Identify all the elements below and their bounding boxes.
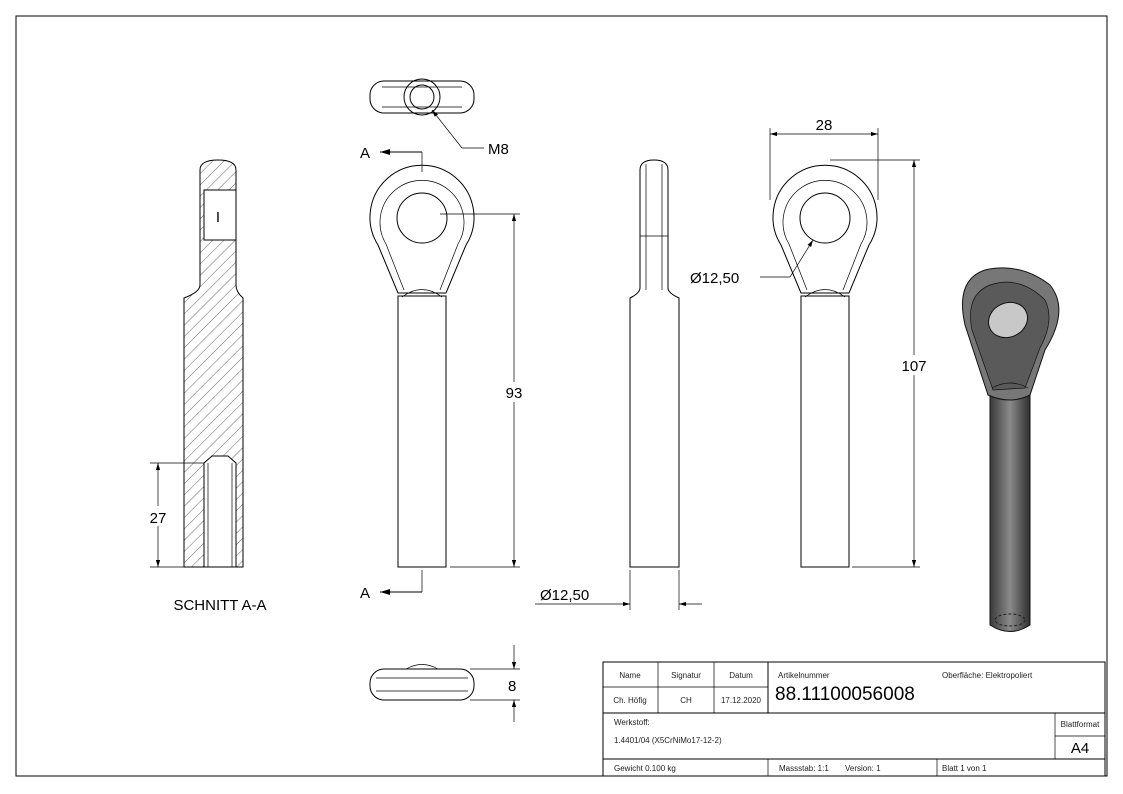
- blattformat: A4: [1071, 740, 1089, 757]
- dim-shaft-diameter: Ø12,50: [540, 587, 589, 604]
- isometric-render: [962, 267, 1060, 632]
- werkstoff-label: Werkstoff:: [614, 718, 650, 727]
- side-view: Ø12,50: [535, 159, 702, 610]
- oberflaeche: Oberfläche: Elektropoliert: [942, 671, 1033, 680]
- sheet-frame: [15, 15, 1108, 777]
- datum-header: Datum: [729, 671, 753, 680]
- front-view: A A 93: [360, 145, 530, 602]
- massstab: Massstab: 1:1: [779, 764, 829, 773]
- blatt: Blatt 1 von 1: [942, 764, 987, 773]
- right-view: 28 Ø12,50 107: [690, 117, 932, 568]
- bottom-view: 8: [369, 645, 520, 722]
- artikelnummer: 88.11100056008: [775, 684, 915, 705]
- datum: 17.12.2020: [721, 696, 762, 705]
- dim-width-28: 28: [816, 117, 833, 134]
- dim-length-107: 107: [901, 358, 926, 375]
- dim-thickness: 8: [508, 678, 516, 695]
- dim-thread-depth: 27: [150, 510, 167, 527]
- author-name: Ch. Höfig: [613, 696, 646, 705]
- section-marker-bottom: A: [360, 585, 370, 602]
- thread-label: M8: [488, 141, 509, 158]
- section-label: SCHNITT A-A: [173, 597, 266, 614]
- werkstoff: 1.4401/04 (X5CrNiMo17-12-2): [614, 736, 722, 745]
- signatur-header: Signatur: [671, 671, 701, 680]
- dim-hole-diameter: Ø12,50: [690, 270, 739, 287]
- dim-length-93: 93: [506, 385, 523, 402]
- section-view-a-a: I 27 SCHNITT A-A: [140, 159, 267, 614]
- title-block: Name Signatur Datum Ch. Höfig CH 17.12.2…: [602, 661, 1106, 777]
- top-view: M8: [369, 78, 509, 158]
- blattformat-label: Blattformat: [1061, 720, 1100, 729]
- version: Version: 1: [845, 764, 881, 773]
- name-header: Name: [619, 671, 641, 680]
- gewicht: Gewicht 0.100 kg: [614, 764, 676, 773]
- signatur: CH: [680, 696, 692, 705]
- section-marker-top: A: [360, 145, 370, 162]
- section-hole-mark: I: [216, 209, 220, 226]
- artikelnummer-label: Artikelnummer: [778, 671, 830, 680]
